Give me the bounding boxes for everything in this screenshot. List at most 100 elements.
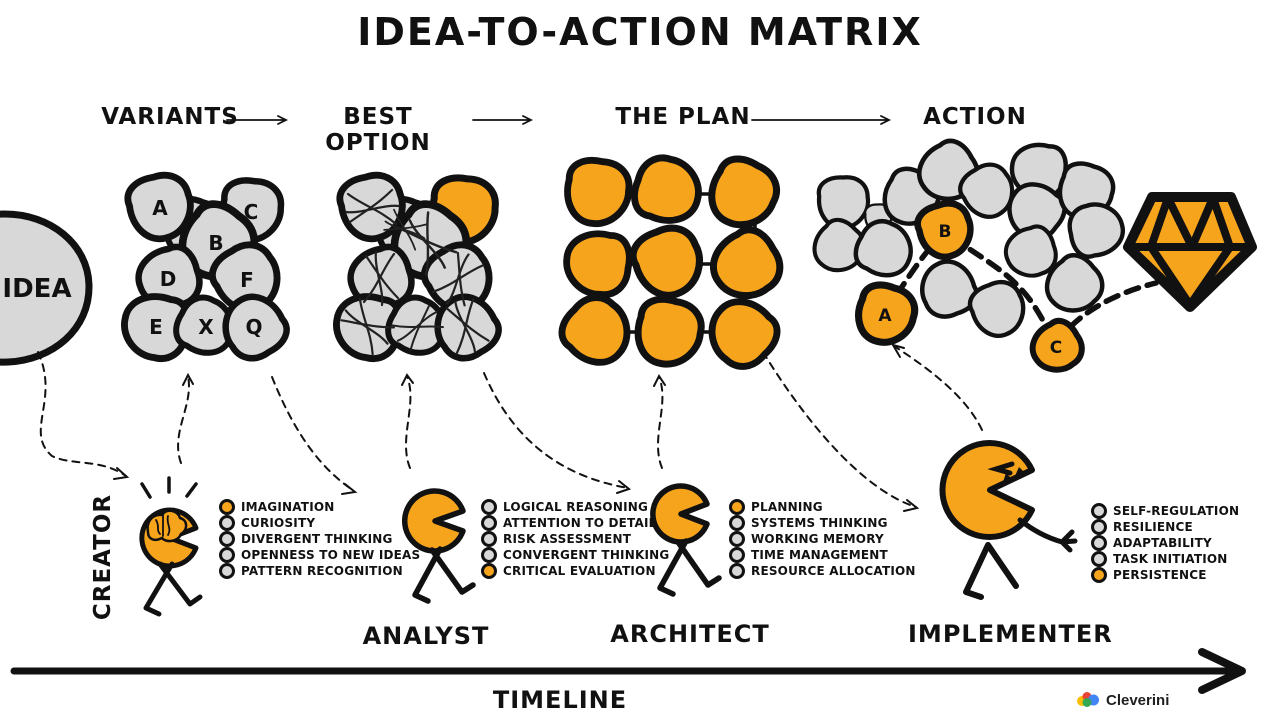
cleverini-logo-icon xyxy=(1077,692,1099,707)
skill-bullet-icon xyxy=(219,530,235,547)
action-route-path xyxy=(882,228,1159,351)
idea-label: IDEA xyxy=(2,274,71,304)
skill-label: PATTERN RECOGNITION xyxy=(241,563,403,578)
creator-figure xyxy=(139,476,203,617)
page-title: IDEA-TO-ACTION MATRIX xyxy=(357,10,923,54)
stage-flow-arrows xyxy=(226,115,892,125)
skill-label: RESILIENCE xyxy=(1113,519,1193,534)
skill-bullet-icon xyxy=(481,546,497,563)
skill-label: LOGICAL REASONING xyxy=(503,499,649,514)
skill-item: TASK INITIATION xyxy=(1091,550,1239,567)
svg-text:Q: Q xyxy=(245,315,262,339)
svg-text:C: C xyxy=(1050,338,1062,358)
svg-text:F: F xyxy=(240,268,254,292)
skill-label: IMAGINATION xyxy=(241,499,335,514)
stage-label-action: ACTION xyxy=(923,104,1027,130)
skill-label: SYSTEMS THINKING xyxy=(751,515,888,530)
skill-bullet-icon xyxy=(729,530,745,547)
skill-item: CONVERGENT THINKING xyxy=(481,546,670,563)
skill-item: RISK ASSESSMENT xyxy=(481,530,669,547)
analyst-skill-list: LOGICAL REASONING ATTENTION TO DETAIL RI… xyxy=(481,498,670,579)
skill-label: WORKING MEMORY xyxy=(751,531,884,546)
skill-item: PERSISTENCE xyxy=(1091,566,1239,583)
skill-item: LOGICAL REASONING xyxy=(481,498,669,515)
skill-item: ADAPTABILITY xyxy=(1091,534,1239,551)
skill-bullet-icon xyxy=(729,498,745,515)
skill-bullet-icon xyxy=(481,530,497,547)
skill-label: CRITICAL EVALUATION xyxy=(503,563,656,578)
skill-label: RESOURCE ALLOCATION xyxy=(751,563,916,578)
skill-bullet-icon xyxy=(481,562,497,579)
skill-item: SYSTEMS THINKING xyxy=(729,514,916,531)
architect-figure xyxy=(650,483,722,597)
skill-item: CURIOSITY xyxy=(219,514,420,531)
timeline-label: TIMELINE xyxy=(492,686,628,714)
skill-item: PLANNING xyxy=(729,498,916,515)
skill-bullet-icon xyxy=(729,562,745,579)
skill-bullet-icon xyxy=(481,498,497,515)
stage-label-variants: VARIANTS xyxy=(101,104,239,130)
skill-item: PATTERN RECOGNITION xyxy=(219,562,420,579)
skill-item: DIVERGENT THINKING xyxy=(219,530,420,547)
skill-label: TASK INITIATION xyxy=(1113,551,1228,566)
skill-item: TIME MANAGEMENT xyxy=(729,546,916,563)
brain-icon xyxy=(146,509,188,543)
skill-bullet-icon xyxy=(219,514,235,531)
architect-skill-list: PLANNING SYSTEMS THINKING WORKING MEMORY… xyxy=(729,498,916,579)
skill-bullet-icon xyxy=(481,514,497,531)
role-label-implementer: IMPLEMENTER xyxy=(908,620,1113,648)
skill-label: DIVERGENT THINKING xyxy=(241,531,393,546)
svg-text:X: X xyxy=(198,315,214,339)
skill-label: PERSISTENCE xyxy=(1113,567,1207,582)
svg-text:A: A xyxy=(878,306,892,326)
skill-label: SELF-REGULATION xyxy=(1113,503,1240,518)
idea-blob: IDEA xyxy=(0,210,93,366)
skill-label: CONVERGENT THINKING xyxy=(503,547,670,562)
plan-grid xyxy=(553,150,789,376)
skill-item: ATTENTION TO DETAIL xyxy=(481,514,669,531)
brand-name: Cleverini xyxy=(1106,691,1170,709)
diamond-icon xyxy=(1123,192,1257,312)
skill-item: RESILIENCE xyxy=(1091,518,1239,535)
svg-text:C: C xyxy=(244,200,259,224)
skill-item: WORKING MEMORY xyxy=(729,530,916,547)
skill-label: OPENNESS TO NEW IDEAS xyxy=(241,547,421,562)
action-scatter: A B C xyxy=(805,134,1159,379)
svg-text:D: D xyxy=(160,267,177,291)
skill-item: RESOURCE ALLOCATION xyxy=(729,562,916,579)
role-label-creator: CREATOR xyxy=(90,493,116,621)
skill-label: PLANNING xyxy=(751,499,823,514)
svg-text:B: B xyxy=(939,222,952,242)
stage-label-the-plan: THE PLAN xyxy=(615,104,751,130)
skill-bullet-icon xyxy=(1091,518,1107,535)
implementer-skill-list: SELF-REGULATION RESILIENCE ADAPTABILITY … xyxy=(1091,502,1240,583)
timeline-arrow xyxy=(10,648,1246,694)
skill-bullet-icon xyxy=(1091,502,1107,519)
skill-bullet-icon xyxy=(1091,550,1107,567)
action-node-letters: A B C xyxy=(878,222,1062,358)
stage-label-best-option: BEST OPTION xyxy=(325,104,431,156)
skill-bullet-icon xyxy=(1091,566,1107,583)
skill-bullet-icon xyxy=(219,562,235,579)
svg-text:A: A xyxy=(152,196,168,220)
svg-text:B: B xyxy=(208,231,223,255)
skill-label: ATTENTION TO DETAIL xyxy=(503,515,657,530)
svg-text:E: E xyxy=(149,315,163,339)
skill-bullet-icon xyxy=(219,546,235,563)
skill-label: CURIOSITY xyxy=(241,515,316,530)
role-label-analyst: ANALYST xyxy=(362,622,490,650)
skill-bullet-icon xyxy=(1091,534,1107,551)
dashed-flow-arrows xyxy=(37,343,983,512)
best-option-cluster xyxy=(329,171,506,367)
skill-bullet-icon xyxy=(219,498,235,515)
skill-item: SELF-REGULATION xyxy=(1091,502,1240,519)
skill-item: CRITICAL EVALUATION xyxy=(481,562,669,579)
skill-bullet-icon xyxy=(729,546,745,563)
implementer-figure xyxy=(939,440,1078,600)
skill-item: IMAGINATION xyxy=(219,498,420,515)
skill-label: ADAPTABILITY xyxy=(1113,535,1212,550)
skill-label: TIME MANAGEMENT xyxy=(751,547,888,562)
brand-logo: Cleverini xyxy=(1076,691,1169,709)
